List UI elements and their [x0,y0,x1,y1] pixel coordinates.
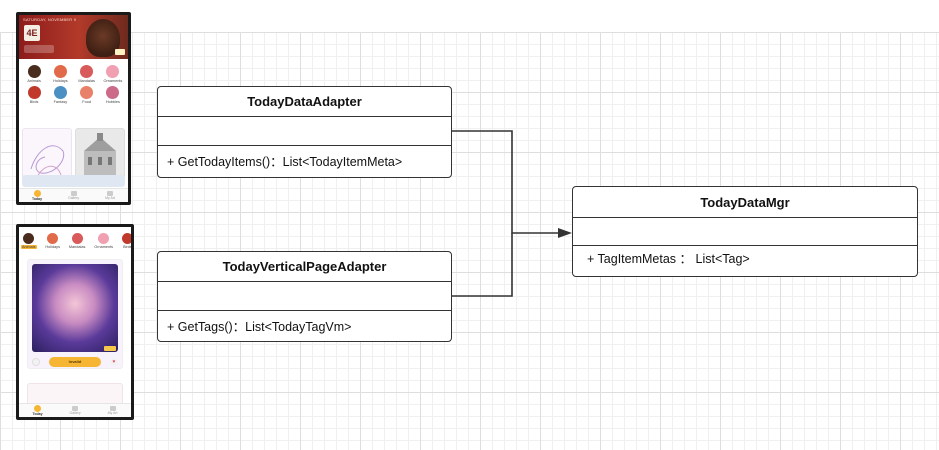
tag-item[interactable]: Birds [121,233,131,249]
category-item[interactable]: Food [74,86,100,104]
tag-label: Ornaments [94,245,114,249]
category-label: Ornaments [103,79,123,83]
gallery-tab-icon [72,406,79,411]
tab-label: Gallery [69,411,81,415]
featured-artwork-card[interactable]: Invalid ♥ [27,259,123,369]
building-sketch-icon [84,133,116,179]
tag-thumbnail-icon [47,233,59,244]
artwork-card-preview[interactable] [22,175,125,187]
class-box-today-data-adapter[interactable]: TodayDataAdapter + GetTodayItems()：List<… [157,86,452,178]
tag-label: Holidays [45,245,60,249]
new-badge [115,49,125,55]
category-item[interactable]: Mandalas [74,65,100,83]
tag-item[interactable]: Holidays [45,233,60,249]
portrait-artwork-image [32,264,118,352]
class-name: TodayDataMgr [573,187,917,218]
class-attributes-section [158,282,451,311]
my-art-tab-icon [109,406,116,411]
app-logo: 4E [24,25,40,41]
class-name: TodayVerticalPageAdapter [158,252,451,282]
bottom-tab-bar: Today Gallery My Art [19,403,131,417]
category-item[interactable]: Hobbies [100,86,126,104]
category-label: Hobbies [105,100,120,104]
tab-label: My Art [105,196,115,200]
tag-thumbnail-icon [71,233,83,244]
category-label: Birds [29,100,39,104]
category-item[interactable]: Animals [21,65,47,83]
tab-gallery[interactable]: Gallery [70,406,81,415]
class-name: TodayDataAdapter [158,87,451,117]
category-thumbnail-icon [27,86,41,99]
tag-thumbnail-icon [98,233,110,244]
class-member: + TagItemMetas ： List<Tag> [587,252,750,266]
class-box-today-data-mgr[interactable]: TodayDataMgr + TagItemMetas ： List<Tag> [572,186,918,277]
category-thumbnail-icon [80,86,94,99]
tab-gallery[interactable]: Gallery [68,191,79,200]
today-tab-icon [33,190,41,197]
today-tab-icon [34,405,42,412]
tag-label: Mandalas [68,245,86,249]
tab-label: My Art [107,411,118,415]
my-art-tab-icon [107,191,114,196]
tag-thumbnail-icon [121,233,131,244]
tab-my-art[interactable]: My Art [108,406,118,415]
tab-today[interactable]: Today [32,405,43,416]
category-thumbnail-icon [80,65,94,78]
phone-screen: Animals Holidays Mandalas Ornaments Birds In… [19,227,131,417]
phone-mockup-vertical-page: Animals Holidays Mandalas Ornaments Birds In… [16,224,134,420]
category-label: Fantasy [53,100,68,104]
next-artwork-card[interactable] [27,383,123,405]
class-box-today-vertical-page-adapter[interactable]: TodayVerticalPageAdapter + GetTags()：Lis… [157,251,452,342]
category-item[interactable]: Holidays [47,65,73,83]
category-thumbnail-icon [27,65,41,78]
category-item[interactable]: Fantasy [47,86,73,104]
class-method: + GetTags()：List<TodayTagVm> [167,320,352,334]
tab-label: Today [32,412,43,416]
canvas-top-margin [0,0,939,32]
class-attributes-section [573,218,917,246]
tag-item[interactable]: Mandalas [69,233,85,249]
category-item[interactable]: Ornaments [100,65,126,83]
gallery-tab-icon [70,191,77,196]
category-label: Mandalas [78,79,95,83]
category-thumbnail-icon [53,86,67,99]
tag-strip: Animals Holidays Mandalas Ornaments Birds [21,233,131,249]
class-method: + GetTodayItems()：List<TodayItemMeta> [167,155,403,169]
hint-icon[interactable] [32,357,40,366]
category-label: Food [82,100,91,104]
featured-portrait-image [86,19,120,57]
bottom-tab-bar: Today Gallery My Art [19,188,128,202]
author-chip [24,45,54,53]
category-label: Animals [27,79,41,83]
category-thumbnail-icon [106,86,120,99]
heart-icon[interactable]: ♥ [110,357,118,366]
class-attributes-section [158,117,451,146]
category-thumbnail-icon [106,65,120,78]
tab-my-art[interactable]: My Art [105,191,115,200]
tag-label: Animals [21,245,37,249]
tag-thumbnail-icon [23,233,35,244]
tag-label: Birds [123,245,131,249]
tag-item[interactable]: Animals [21,233,37,249]
tag-item[interactable]: Ornaments [94,233,113,249]
tab-today[interactable]: Today [32,190,42,201]
line-art-icon [30,145,65,178]
tab-label: Gallery [68,196,80,200]
featured-banner[interactable]: SATURDAY, NOVEMBER 9 4E [19,15,128,59]
card-action-row: Invalid ♥ [32,356,118,367]
category-item[interactable]: Birds [21,86,47,104]
banner-date: SATURDAY, NOVEMBER 9 [23,17,77,22]
tab-label: Today [31,197,43,201]
action-button[interactable]: Invalid [49,356,101,367]
category-label: Holidays [53,79,68,83]
new-badge [104,346,116,351]
category-thumbnail-icon [53,65,67,78]
